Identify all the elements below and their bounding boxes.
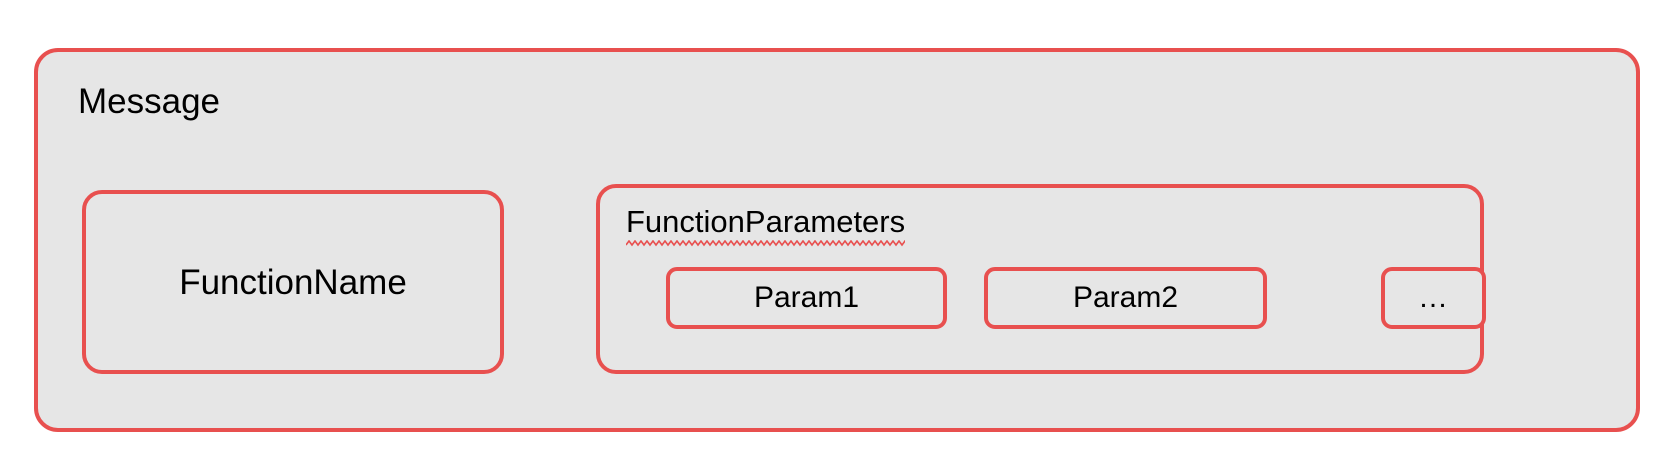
param-label-2: Param2 <box>1072 281 1179 314</box>
param-box-1[interactable]: Param1 <box>666 267 947 329</box>
param-box-more[interactable]: … <box>1381 267 1486 329</box>
param-box-2[interactable]: Param2 <box>984 267 1267 329</box>
function-parameters-label-text: FunctionParameters <box>626 204 906 239</box>
param-label-ellipsis: … <box>1418 281 1449 314</box>
message-label: Message <box>78 82 221 121</box>
spellcheck-squiggle-icon <box>626 240 906 247</box>
param-label-1: Param1 <box>753 281 860 314</box>
parameter-list: Param1 Param2 … <box>600 188 1486 370</box>
function-parameters-label-wrap: FunctionParameters <box>626 204 906 247</box>
function-parameters-label: FunctionParameters <box>626 204 906 247</box>
function-parameters-box: FunctionParameters Param1 Param2 … <box>596 184 1486 374</box>
message-container: Message FunctionName FunctionParameters <box>34 48 1640 432</box>
function-name-label: FunctionName <box>179 262 407 302</box>
function-name-box: FunctionName <box>82 190 504 374</box>
